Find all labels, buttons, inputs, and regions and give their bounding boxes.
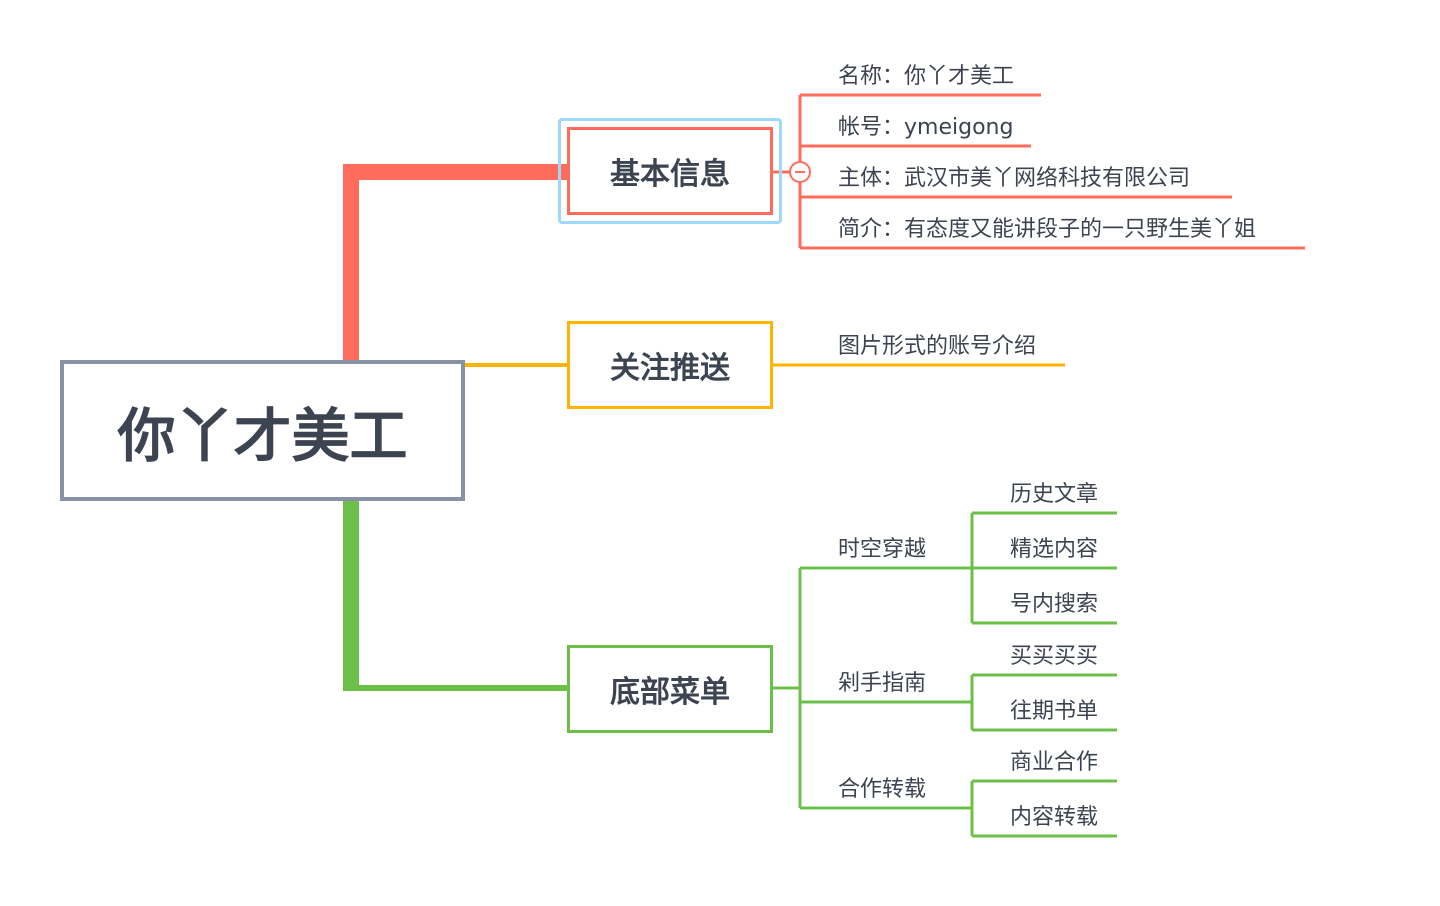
subtopic-account[interactable]: 帐号：ymeigong [838, 115, 1014, 140]
topic-label: 关注推送 [610, 351, 730, 386]
leaf-booklist[interactable]: 往期书单 [1010, 699, 1099, 724]
leaf-business[interactable]: 商业合作 [1010, 750, 1099, 775]
leaf-history[interactable]: 历史文章 [1010, 482, 1099, 507]
collapse-minus-icon[interactable] [789, 161, 811, 183]
topic-label: 底部菜单 [610, 675, 730, 710]
topic-basic-info[interactable]: 基本信息 [567, 127, 773, 215]
topic-bottom-menu[interactable]: 底部菜单 [567, 645, 773, 733]
root-label: 你丫才美工 [117, 401, 408, 470]
topic-label: 基本信息 [610, 157, 730, 192]
leaf-search[interactable]: 号内搜索 [1010, 592, 1099, 617]
leaf-repost[interactable]: 内容转载 [1010, 805, 1099, 830]
red-branches [773, 93, 1305, 250]
subtopic-shopping-guide[interactable]: 剁手指南 [838, 671, 927, 696]
trunk-red [343, 164, 567, 360]
subtopic-image-intro[interactable]: 图片形式的账号介绍 [838, 334, 1037, 359]
subtopic-intro[interactable]: 简介：有态度又能讲段子的一只野生美丫姐 [838, 217, 1257, 242]
selection-outline [558, 118, 782, 224]
subtopic-time-travel[interactable]: 时空穿越 [838, 537, 927, 562]
leaf-featured[interactable]: 精选内容 [1010, 537, 1099, 562]
leaf-buy[interactable]: 买买买买 [1010, 644, 1099, 669]
subtopic-name[interactable]: 名称：你丫才美工 [838, 64, 1015, 89]
root-node[interactable]: 你丫才美工 [60, 360, 465, 501]
topic-follow-push[interactable]: 关注推送 [567, 321, 773, 409]
subtopic-entity[interactable]: 主体：武汉市美丫网络科技有限公司 [838, 166, 1191, 191]
green-branches [773, 511, 1117, 838]
subtopic-cooperation[interactable]: 合作转载 [838, 777, 927, 802]
